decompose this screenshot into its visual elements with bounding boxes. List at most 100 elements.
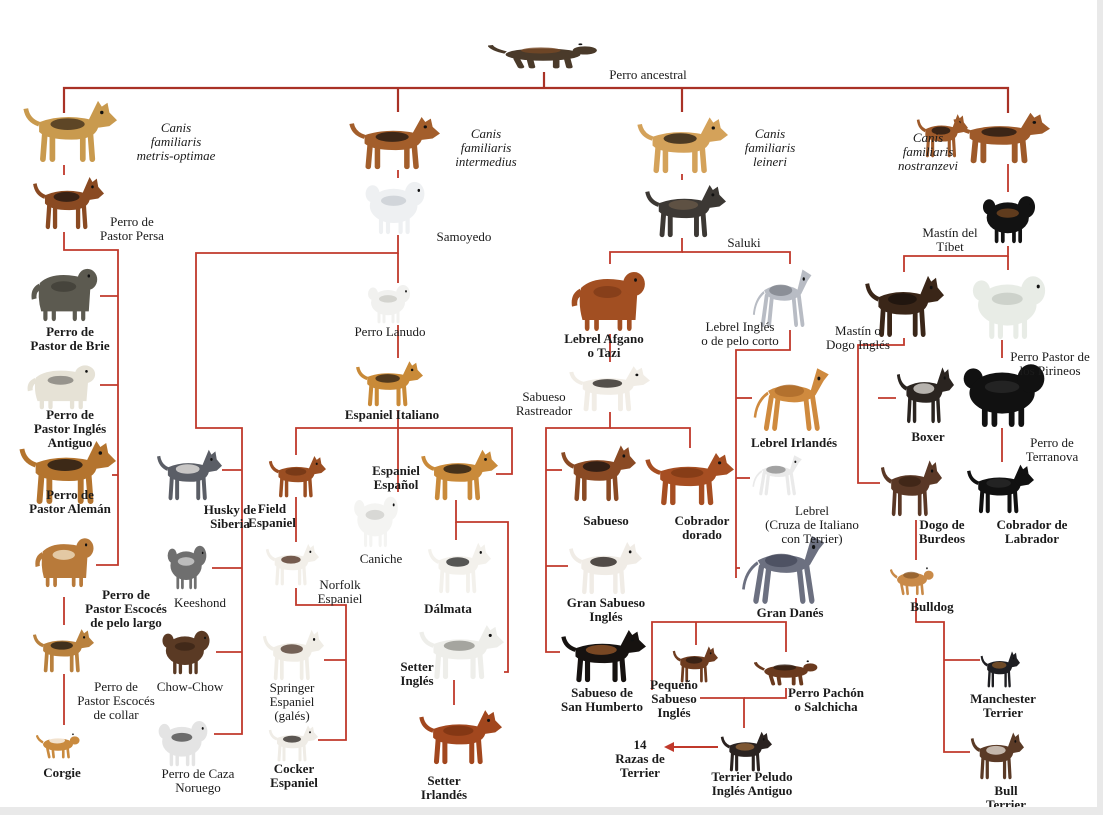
brie-label: Perro de Pastor de Brie <box>30 324 110 353</box>
terranova-label: Perro de Terranova <box>1025 435 1079 464</box>
breed-link-line <box>700 697 745 728</box>
esp-espanol-label: Espaniel Español <box>372 463 420 492</box>
peq-sabueso-label: Pequeño Sabueso Inglés <box>650 677 698 720</box>
escoces-collar-label: Perro de Pastor Escocés de collar <box>77 679 155 722</box>
breed-link-line <box>545 412 611 653</box>
metris-dog-illustration <box>22 95 117 163</box>
caniche-dog-illustration <box>350 490 402 548</box>
field-label: Field Espaniel <box>248 501 296 530</box>
pastor-pirineos-dog-illustration <box>966 268 1052 340</box>
san-humberto-dog-illustration <box>560 625 646 683</box>
dogo-burdeos-label: Dogo de Burdeos <box>918 517 966 546</box>
caniche-label: Caniche <box>359 551 403 566</box>
escoces-largo-label: Perro de Pastor Escocés de pelo largo <box>85 587 167 630</box>
gran-danes-label: Gran Danés <box>756 605 824 620</box>
aleman-label: Perro de Pastor Alemán <box>29 487 111 516</box>
gran-sabueso-dog-illustration <box>568 537 642 595</box>
escoces-collar-dog-illustration <box>32 625 94 673</box>
breed-link-line <box>455 500 509 673</box>
pachon-dog-illustration <box>753 652 818 688</box>
cobrador-labrador-label: Cobrador de Labrador <box>996 517 1068 546</box>
breed-link-line <box>295 410 399 455</box>
corgie-dog-illustration <box>35 725 80 761</box>
setter-irlandes-dog-illustration <box>418 705 502 765</box>
breed-link-line <box>682 251 791 264</box>
boxer-label: Boxer <box>911 429 945 444</box>
breed-link-line <box>295 588 347 741</box>
escoces-largo-dog-illustration <box>34 530 96 588</box>
breed-link-line <box>398 427 513 475</box>
gran-sabueso-label: Gran Sabueso Inglés <box>566 595 646 624</box>
esp-italiano-dog-illustration <box>355 357 423 407</box>
breed-link-line <box>651 621 787 690</box>
springer-dog-illustration <box>262 625 324 681</box>
breed-link-line <box>903 246 1009 272</box>
keeshond-label: Keeshond <box>174 595 226 610</box>
breed-link-line <box>915 598 970 753</box>
dogo-burdeos-dog-illustration <box>880 455 942 517</box>
sabueso-dog-illustration <box>560 440 636 502</box>
dalmata-label: Dálmata <box>424 601 472 616</box>
cocker-label: Cocker Espaniel <box>270 761 318 790</box>
intermedius-dog-illustration <box>348 112 440 170</box>
peq-sabueso-dog-illustration <box>672 643 718 683</box>
nostranzevi-dog-illustration <box>916 110 968 158</box>
rastreador-label: Sabueso Rastreador <box>515 389 573 418</box>
aleman-dog-illustration <box>18 435 116 505</box>
cocker-dog-illustration <box>268 722 318 762</box>
bull-terrier-dog-illustration <box>970 728 1024 780</box>
corgie-label: Corgie <box>43 765 81 780</box>
metris-label: Canis familiaris metris-optimae <box>136 120 216 163</box>
cobrador-labrador-dog-illustration <box>966 460 1034 514</box>
ancestral-dog-illustration <box>487 35 598 71</box>
gran-danes-dog-illustration <box>738 527 828 605</box>
boxer-dog-illustration <box>896 362 954 424</box>
esp-espanol-dog-illustration <box>420 445 498 501</box>
esp-italiano-label: Espaniel Italiano <box>344 407 440 422</box>
manchester-dog-illustration <box>980 648 1020 688</box>
terrier-peludo-dog-illustration <box>720 728 772 772</box>
breed-link-line <box>63 232 119 566</box>
bulldog-label: Bulldog <box>910 599 954 614</box>
breed-link-line <box>609 238 683 264</box>
caza-noruego-label: Perro de Caza Noruego <box>161 766 235 795</box>
lebrel-irlandes-label: Lebrel Irlandés <box>750 435 838 450</box>
husky-dog-illustration <box>156 445 222 501</box>
samoyedo-label: Samoyedo <box>436 229 492 244</box>
afgano-label: Lebrel Afgano o Tazi <box>564 331 644 360</box>
manchester-label: Manchester Terrier <box>970 691 1036 720</box>
dalmata-dog-illustration <box>427 538 491 594</box>
afgano-dog-illustration <box>570 262 648 332</box>
bull-terrier-label: Bull Terrier <box>986 783 1026 812</box>
springer-label: Springer Espaniel (galés) <box>269 680 315 723</box>
root-lineage-line <box>62 86 1010 113</box>
setter-ingles-dog-illustration <box>418 620 504 680</box>
setter-irlandes-label: Setter Irlandés <box>420 773 468 802</box>
persa-label: Perro de Pastor Persa <box>100 214 164 243</box>
razas-terrier-label: 14 Razas de Terrier <box>615 737 665 780</box>
breed-link-line <box>857 338 905 484</box>
norfolk-dog-illustration <box>265 540 319 586</box>
ancestral-label: Perro ancestral <box>609 67 687 82</box>
rastreador-dog-illustration <box>568 362 650 412</box>
breed-link-line <box>610 427 691 448</box>
lebrel-cruza-dog-illustration <box>750 450 804 496</box>
terrier-arrow-head <box>664 742 674 752</box>
ingles-ant-dog-illustration <box>26 358 98 410</box>
san-humberto-label: Sabueso de San Humberto <box>561 685 643 714</box>
terrier-peludo-label: Terrier Peludo Inglés Antiguo <box>711 769 793 798</box>
leineri-label: Canis familiaris leineri <box>744 126 796 169</box>
lebrel-irlandes-dog-illustration <box>750 360 832 432</box>
cobrador-dorado-dog-illustration <box>644 448 734 506</box>
breed-link-line <box>744 688 787 699</box>
chow-label: Chow-Chow <box>156 679 224 694</box>
lebrel-cruza-label: Lebrel (Cruza de Italiano con Terrier) <box>765 503 859 546</box>
field-dog-illustration <box>268 452 326 498</box>
pastor-pirineos-label: Perro Pastor de los Pirineos <box>1010 349 1090 378</box>
terranova-dog-illustration <box>956 356 1052 428</box>
lanudo-label: Perro Lanudo <box>354 324 426 339</box>
pachon-label: Perro Pachón o Salchicha <box>788 685 864 714</box>
sabueso-label: Sabueso <box>583 513 629 528</box>
